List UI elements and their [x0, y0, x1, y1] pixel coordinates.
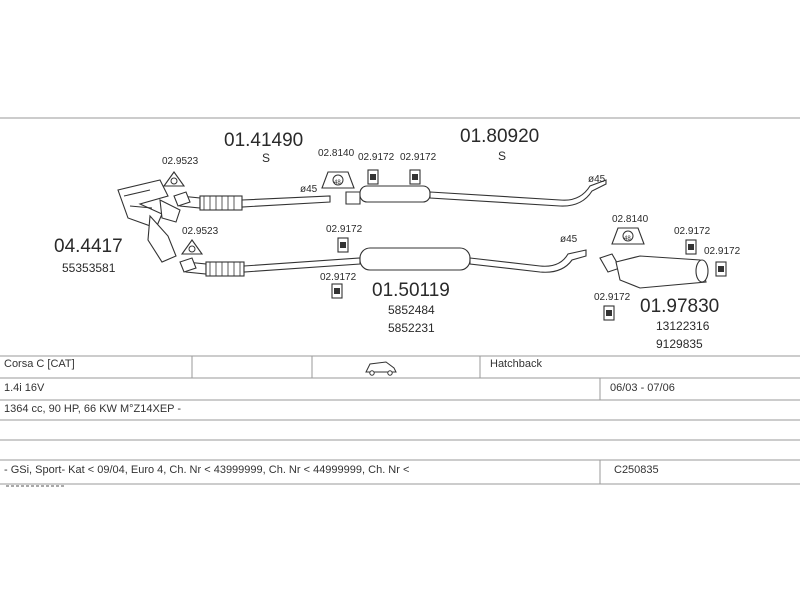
table-spec: 1364 cc, 90 HP, 66 KW M°Z14XEP - [4, 403, 182, 415]
hatchback-car-icon [365, 361, 397, 376]
diameter-d2-label: ø45 [588, 174, 606, 185]
table-notes: - GSi, Sport- Kat < 09/04, Euro 4, Ch. N… [4, 464, 410, 476]
rubber-mount-c9-icon [685, 239, 697, 255]
rubber-mount-c4-icon [367, 169, 379, 185]
rubber-mount-c6-icon [337, 237, 349, 253]
centre-lower-ref1: 5852484 [388, 303, 435, 317]
clamp-c3-label: 02.8140 [318, 148, 355, 159]
table-model: Corsa C [CAT] [4, 358, 75, 370]
upper-front-pipe [179, 195, 331, 211]
rear-silencer-ref2: 9129835 [656, 337, 703, 351]
gasket-size-label-2: 48 [624, 236, 631, 242]
manifold-ref: 55353581 [62, 261, 116, 275]
clamp-c5-label: 02.9172 [400, 152, 437, 163]
diameter-d3-label: ø45 [560, 234, 578, 245]
lower-front-pipe [185, 257, 361, 277]
gasket-size-label-1: 48 [334, 180, 341, 186]
rear-silencer-code: 01.97830 [640, 296, 719, 317]
rubber-mount-c10-icon [715, 261, 727, 277]
hanger-c8-icon [611, 227, 645, 245]
rubber-mount-c7-icon [331, 283, 343, 299]
clamp-c1-icon [162, 171, 186, 187]
clamp-c7-label: 02.9172 [320, 272, 357, 283]
rear-silencer-ref1: 13122316 [656, 319, 710, 333]
info-table-grid [0, 355, 800, 487]
gasket-small-icon [173, 191, 191, 207]
clamp-c11-label: 02.9172 [594, 292, 631, 303]
clamp-c8-label: 02.8140 [612, 214, 649, 225]
diameter-d1-label: ø45 [300, 184, 318, 195]
exhaust-manifold [117, 179, 181, 263]
rear-upper-suffix: S [498, 149, 506, 163]
front-upper-suffix: S [262, 151, 270, 165]
centre-lower-code: 01.50119 [372, 280, 450, 301]
table-engine: 1.4i 16V [4, 382, 45, 394]
rear-upper-code: 01.80920 [460, 126, 539, 147]
clamp-c4-label: 02.9172 [358, 152, 395, 163]
table-code: C250835 [614, 464, 659, 476]
clamp-c2-icon [180, 239, 204, 255]
rubber-mount-c11-icon [603, 305, 615, 321]
clamp-c1-label: 02.9523 [162, 156, 199, 167]
manifold-code: 04.4417 [54, 236, 123, 257]
table-years: 06/03 - 07/06 [610, 382, 675, 394]
gasket-lower-icon [179, 257, 197, 273]
upper-centre-silencer [345, 179, 607, 207]
hanger-c3-icon [321, 171, 355, 189]
rear-silencer [599, 253, 709, 289]
centre-lower-ref2: 5852231 [388, 321, 435, 335]
clamp-c6-label: 02.9172 [326, 224, 363, 235]
lower-centre-silencer [359, 247, 587, 273]
clamp-c10-label: 02.9172 [704, 246, 741, 257]
clamp-c9-label: 02.9172 [674, 226, 711, 237]
rubber-mount-c5-icon [409, 169, 421, 185]
clamp-c2-label: 02.9523 [182, 226, 219, 237]
front-upper-code: 01.41490 [224, 130, 303, 151]
table-body-type: Hatchback [490, 358, 542, 370]
